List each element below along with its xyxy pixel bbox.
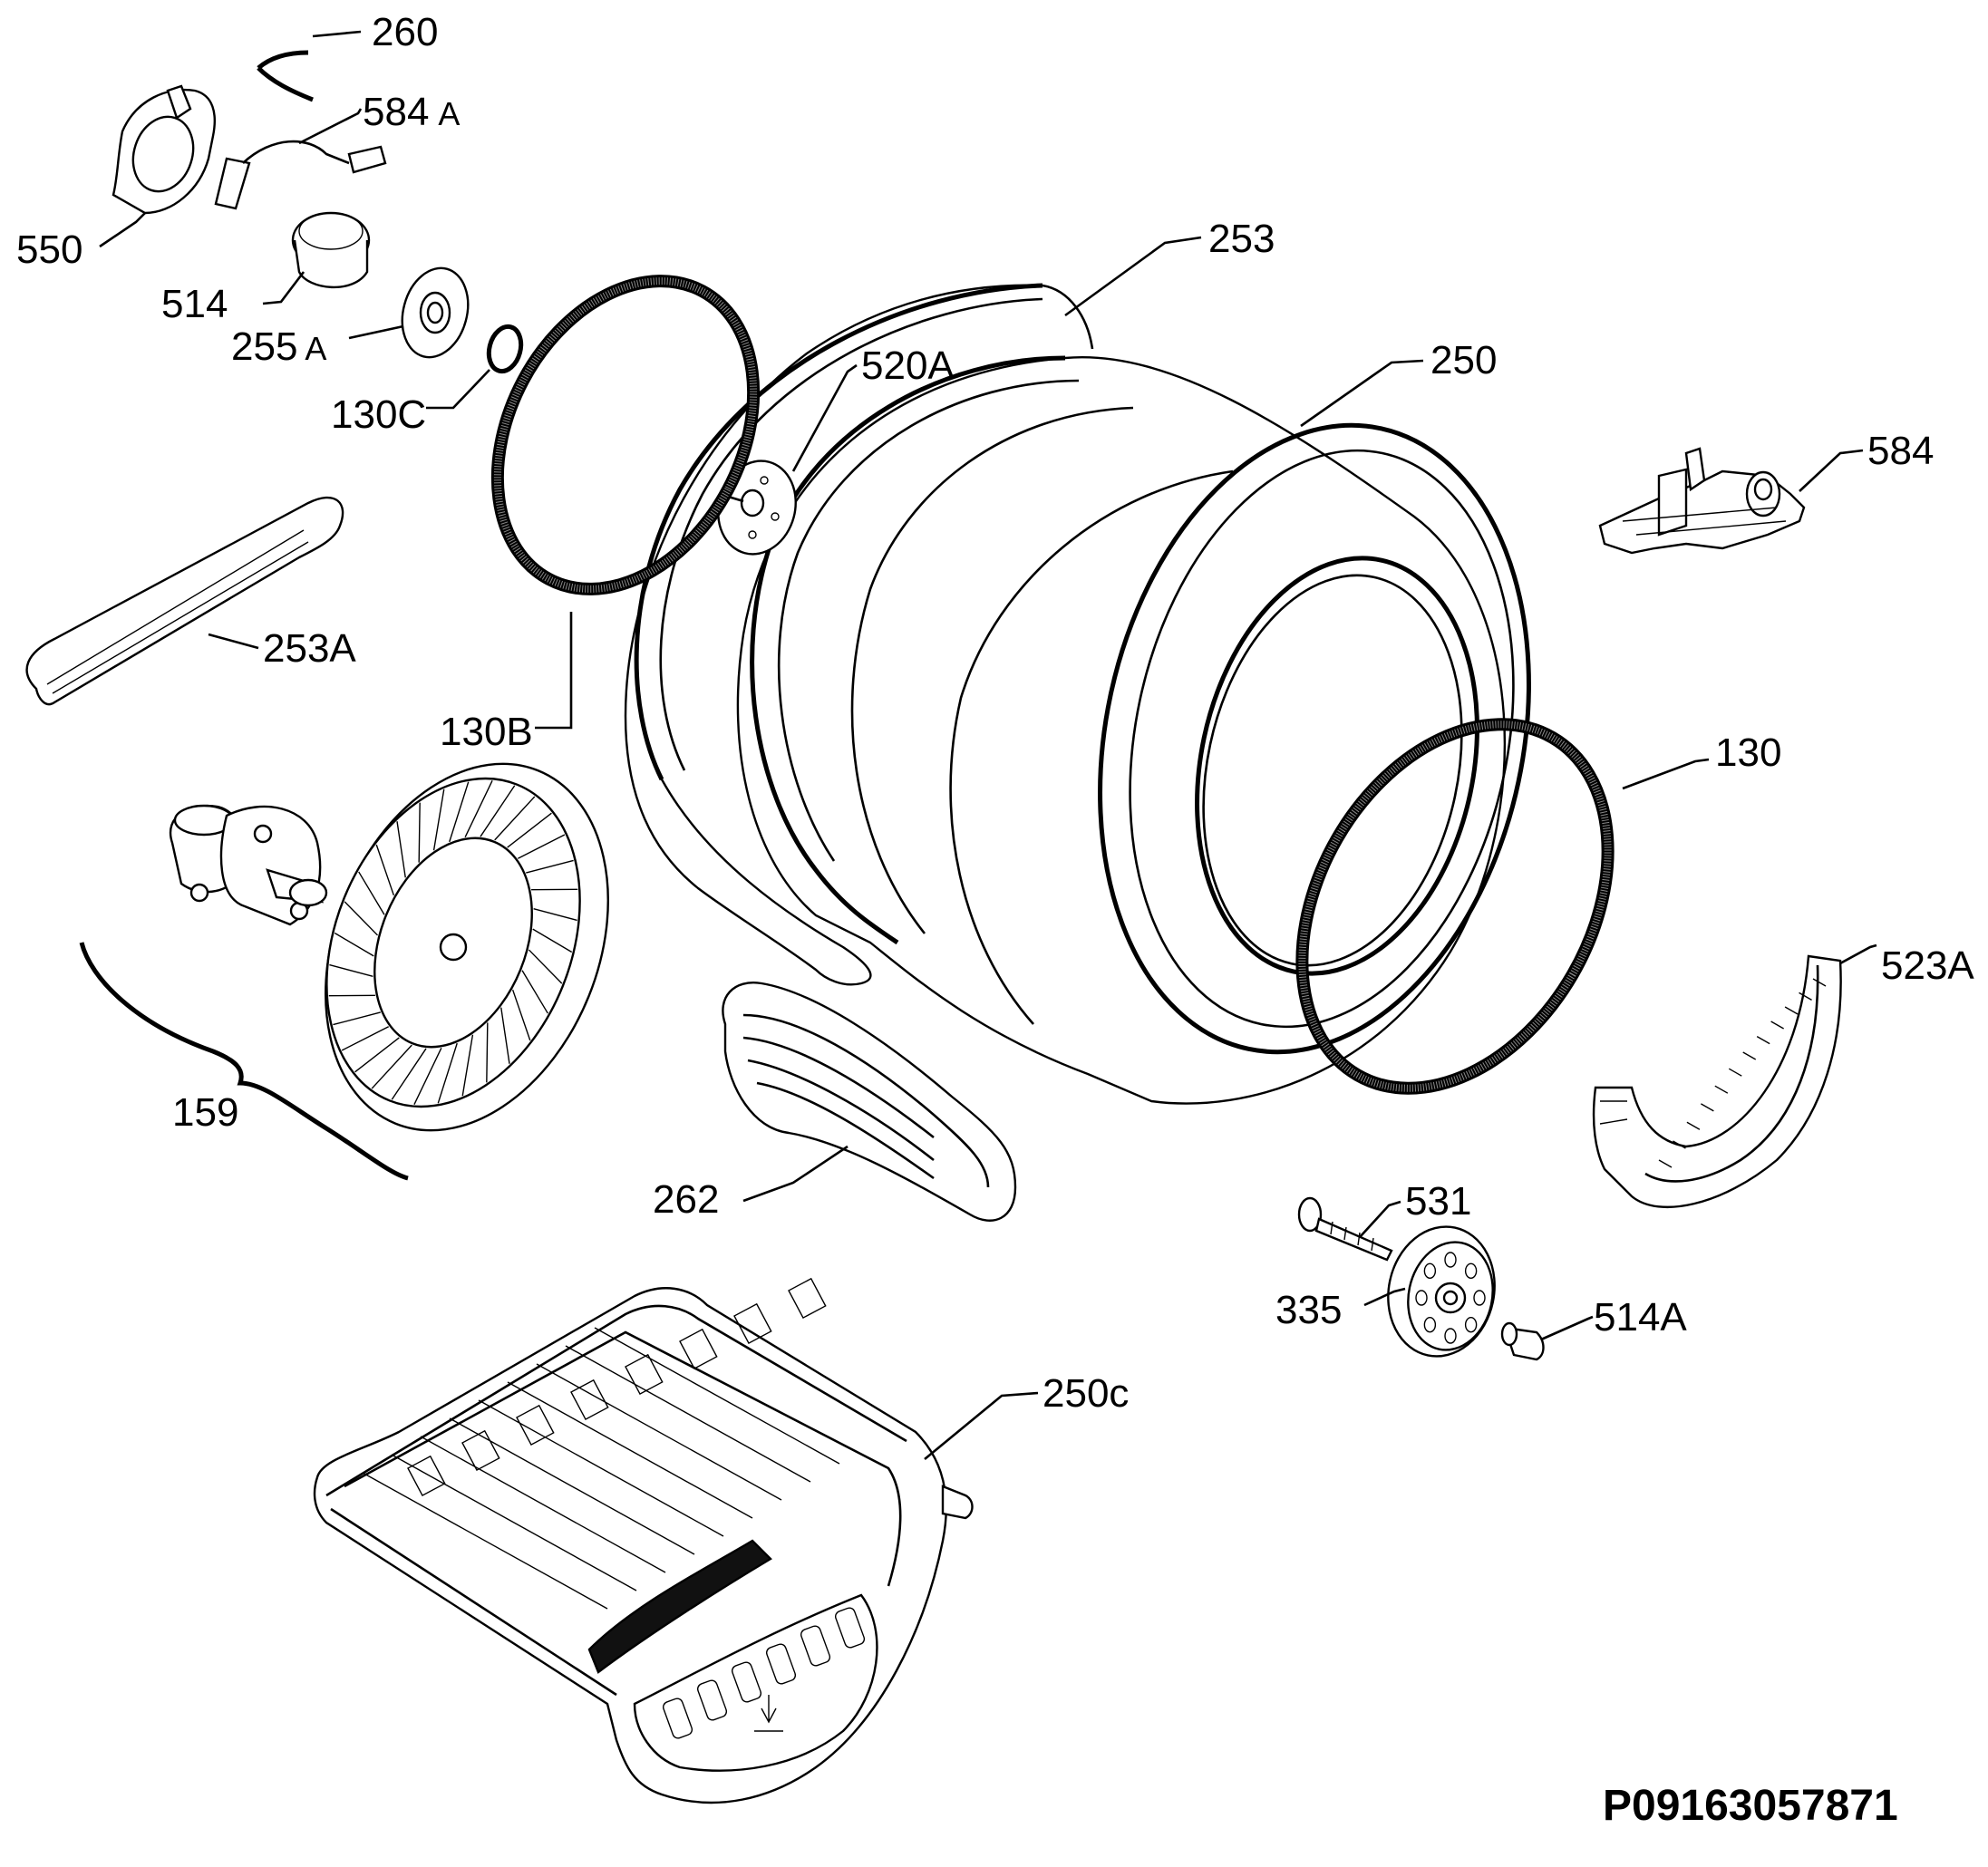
label-523A: 523A [1881, 943, 1974, 988]
basket-slot [789, 1279, 826, 1318]
belt-part-253A [27, 498, 343, 704]
support-tick [1743, 1052, 1756, 1059]
bracket-part-584 [1600, 449, 1804, 553]
label-250c: 250c [1042, 1371, 1129, 1416]
label-159: 159 [172, 1090, 238, 1135]
label-253: 253 [1208, 217, 1275, 261]
label-130: 130 [1715, 730, 1781, 775]
drawing-code: P09163057871 [1603, 1782, 1898, 1830]
label-253A: 253A [263, 626, 356, 671]
bushing-part-514 [293, 213, 369, 287]
drum-support-part-523A [1594, 956, 1841, 1207]
label-520A: 520A [861, 343, 955, 388]
label-130B: 130B [440, 710, 533, 754]
support-tick [1701, 1104, 1713, 1111]
support-tick [1785, 1007, 1798, 1014]
label-260: 260 [372, 10, 438, 54]
duct-part-262 [722, 982, 1015, 1221]
clip-part-260 [258, 53, 313, 100]
screw-part-531 [1299, 1198, 1392, 1260]
ring-part-130C [484, 323, 526, 374]
support-tick [1771, 1021, 1784, 1029]
support-tick [1687, 1122, 1700, 1129]
label-514: 514 [161, 282, 228, 326]
sensor-part-584A [216, 141, 385, 208]
pin-part-514A [1502, 1323, 1544, 1359]
label-531: 531 [1405, 1179, 1471, 1224]
label-514A: 514A [1594, 1295, 1687, 1340]
label-262: 262 [653, 1177, 719, 1222]
label-250: 250 [1430, 338, 1497, 382]
rear-seal-part-130B [446, 237, 804, 634]
support-tick [1715, 1086, 1728, 1093]
basket-part-250c [315, 1279, 972, 1803]
label-584: 584 [1867, 429, 1934, 473]
label-335: 335 [1275, 1288, 1342, 1332]
support-tick [1757, 1037, 1770, 1044]
mount-part-550 [113, 86, 215, 213]
bearing-part-255A [393, 261, 477, 365]
label-130C: 130C [331, 392, 426, 437]
support-tick [1729, 1069, 1741, 1076]
label-550: 550 [16, 227, 82, 272]
fan-assembly-part-159 [170, 721, 660, 1173]
